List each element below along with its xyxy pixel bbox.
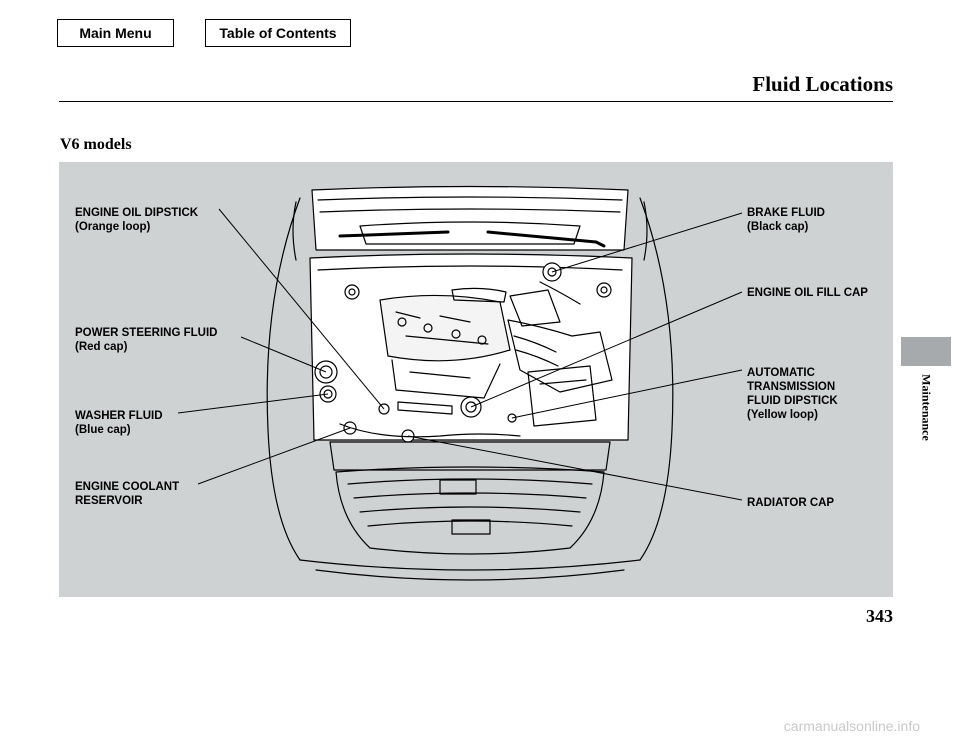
page-title: Fluid Locations (752, 72, 893, 96)
callout-radiator-cap: RADIATOR CAP (747, 497, 834, 509)
callout-power-steering-fluid-note: (Red cap) (75, 341, 128, 353)
section-title: V6 models (60, 136, 132, 153)
page-number: 343 (866, 606, 893, 626)
callout-engine-coolant-reservoir: ENGINE COOLANT (75, 481, 179, 493)
callout-washer-fluid-note: (Blue cap) (75, 424, 131, 436)
engine-bay-drawing (266, 185, 674, 581)
callout-atf-dipstick-note: (Yellow loop) (747, 409, 818, 421)
callout-atf-dipstick-line3: FLUID DIPSTICK (747, 395, 838, 407)
callout-atf-dipstick-line1: AUTOMATIC (747, 367, 815, 379)
callout-power-steering-fluid: POWER STEERING FLUID (75, 327, 217, 339)
section-tab-marker (901, 337, 951, 366)
callout-engine-oil-dipstick-note: (Orange loop) (75, 221, 151, 233)
callout-engine-coolant-reservoir-line2: RESERVOIR (75, 495, 143, 507)
callout-brake-fluid-note: (Black cap) (747, 221, 809, 233)
section-side-label: Maintenance (919, 374, 934, 441)
table-of-contents-button[interactable]: Table of Contents (205, 19, 351, 47)
main-menu-button[interactable]: Main Menu (57, 19, 174, 47)
callout-brake-fluid: BRAKE FLUID (747, 207, 825, 219)
callout-engine-oil-dipstick: ENGINE OIL DIPSTICK (75, 207, 199, 219)
watermark: carmanualsonline.info (783, 718, 920, 734)
callout-atf-dipstick-line2: TRANSMISSION (747, 381, 835, 393)
callout-engine-oil-fill-cap: ENGINE OIL FILL CAP (747, 287, 868, 299)
leader-lines (177, 208, 743, 501)
title-divider (59, 101, 893, 102)
callout-washer-fluid: WASHER FLUID (75, 410, 163, 422)
